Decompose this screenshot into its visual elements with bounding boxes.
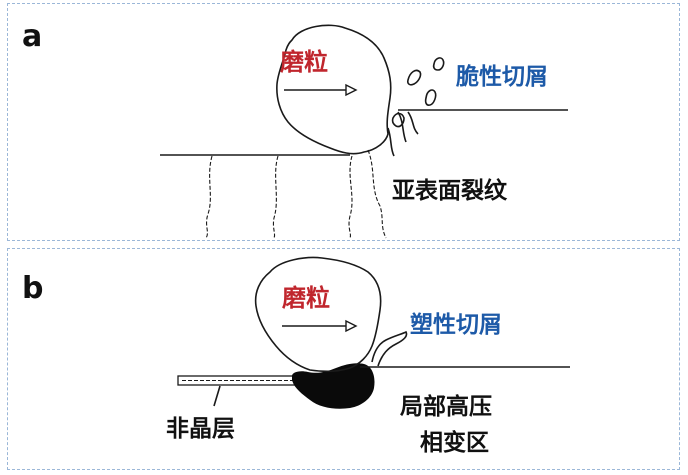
edge-crack-2 [407,111,419,135]
abrasive-grain-a [276,24,392,155]
panel-b-letter: b [22,271,43,306]
phase-label-line2: 相变区 [420,429,489,456]
subsurface-crack-3 [348,155,353,239]
phase-transformation-zone [292,363,375,409]
grain-label-b: 磨粒 [282,284,330,312]
chip-label-b: 塑性切屑 [410,312,502,338]
subsurface-crack-2 [272,155,279,239]
subsurface-crack-1 [205,155,213,239]
phase-label-line1: 局部高压 [400,393,492,420]
amorphous-label: 非晶层 [166,416,235,442]
panel-a-letter: a [22,19,42,54]
amorphous-leader [213,385,221,407]
brittle-chip-2 [432,57,445,71]
grain-label-a: 磨粒 [280,48,328,76]
brittle-chip-1 [407,69,422,86]
arrow-head-a [345,83,358,97]
arrow-head-b [345,319,358,333]
plastic-chip [371,330,408,367]
panel-b [7,248,680,470]
abrasive-grain-b [254,256,382,373]
panel-a [7,3,680,241]
brittle-chip-3 [424,89,437,106]
edge-crack-1 [397,111,407,143]
edge-crack-3 [387,127,395,157]
chip-label-a: 脆性切屑 [455,63,548,90]
subsurface-crack-4 [367,149,387,239]
crack-label-a: 亚表面裂纹 [392,177,508,204]
